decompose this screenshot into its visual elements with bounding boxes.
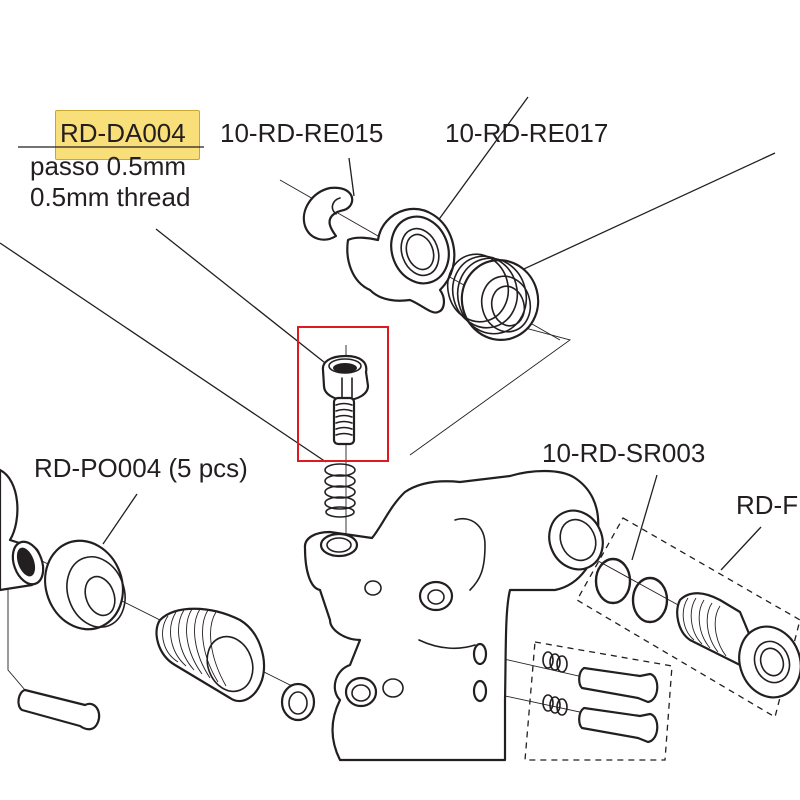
leader-line-re015 [348,157,355,197]
part-label-highlight [55,110,200,160]
part-note-italian: passo 0.5mm [30,151,187,181]
small-spring [324,463,356,518]
part-label-rd-f-partial[interactable]: RD-F [736,490,799,520]
leader-line-sr003 [631,474,658,561]
part-label-sr003[interactable]: 10-RD-SR003 [542,438,706,468]
o-ring-1 [594,557,632,605]
axis-line-left-bolt [0,579,26,691]
e-clip-part [302,186,354,241]
small-spring-2 [542,694,568,716]
pulley-cap [44,539,124,631]
screw-2 [578,706,659,744]
part-note-english: 0.5mm thread [30,182,191,212]
pivot-kit-group [576,517,800,718]
selected-part-box [297,326,389,462]
part-label-re017[interactable]: 10-RD-RE017 [445,118,609,148]
screw-1 [578,666,659,704]
pulley-cap-group [0,468,316,731]
pivot-kit-dashed-outline [576,517,800,718]
leader-line-bracket [409,319,572,456]
bolt-threads [335,402,353,436]
leader-line-spring [499,152,776,281]
leader-line-left-diagonal [0,242,327,463]
leader-line-po004 [102,493,138,545]
large-coil-spring [155,607,266,703]
derailleur-body [303,469,604,762]
o-ring-2 [631,576,669,624]
bushing-part [346,207,456,314]
part-label-rd-da004[interactable]: RD-DA004 [60,118,186,148]
washer [280,682,316,722]
part-label-po004[interactable]: RD-PO004 (5 pcs) [34,453,248,483]
pivot-bolt-head [738,625,800,699]
small-spring-1 [542,651,568,673]
screw-kit-group [524,641,673,761]
leader-line-rdf [720,526,762,571]
pivot-bolt-threads [682,597,727,657]
left-pin [17,688,101,731]
screw-kit-dashed-outline [524,641,673,761]
part-label-re015[interactable]: 10-RD-RE015 [220,118,384,148]
coil-spring-upper [446,253,540,341]
leader-line-da004 [155,228,335,371]
adjuster-bolt-part [321,354,370,446]
